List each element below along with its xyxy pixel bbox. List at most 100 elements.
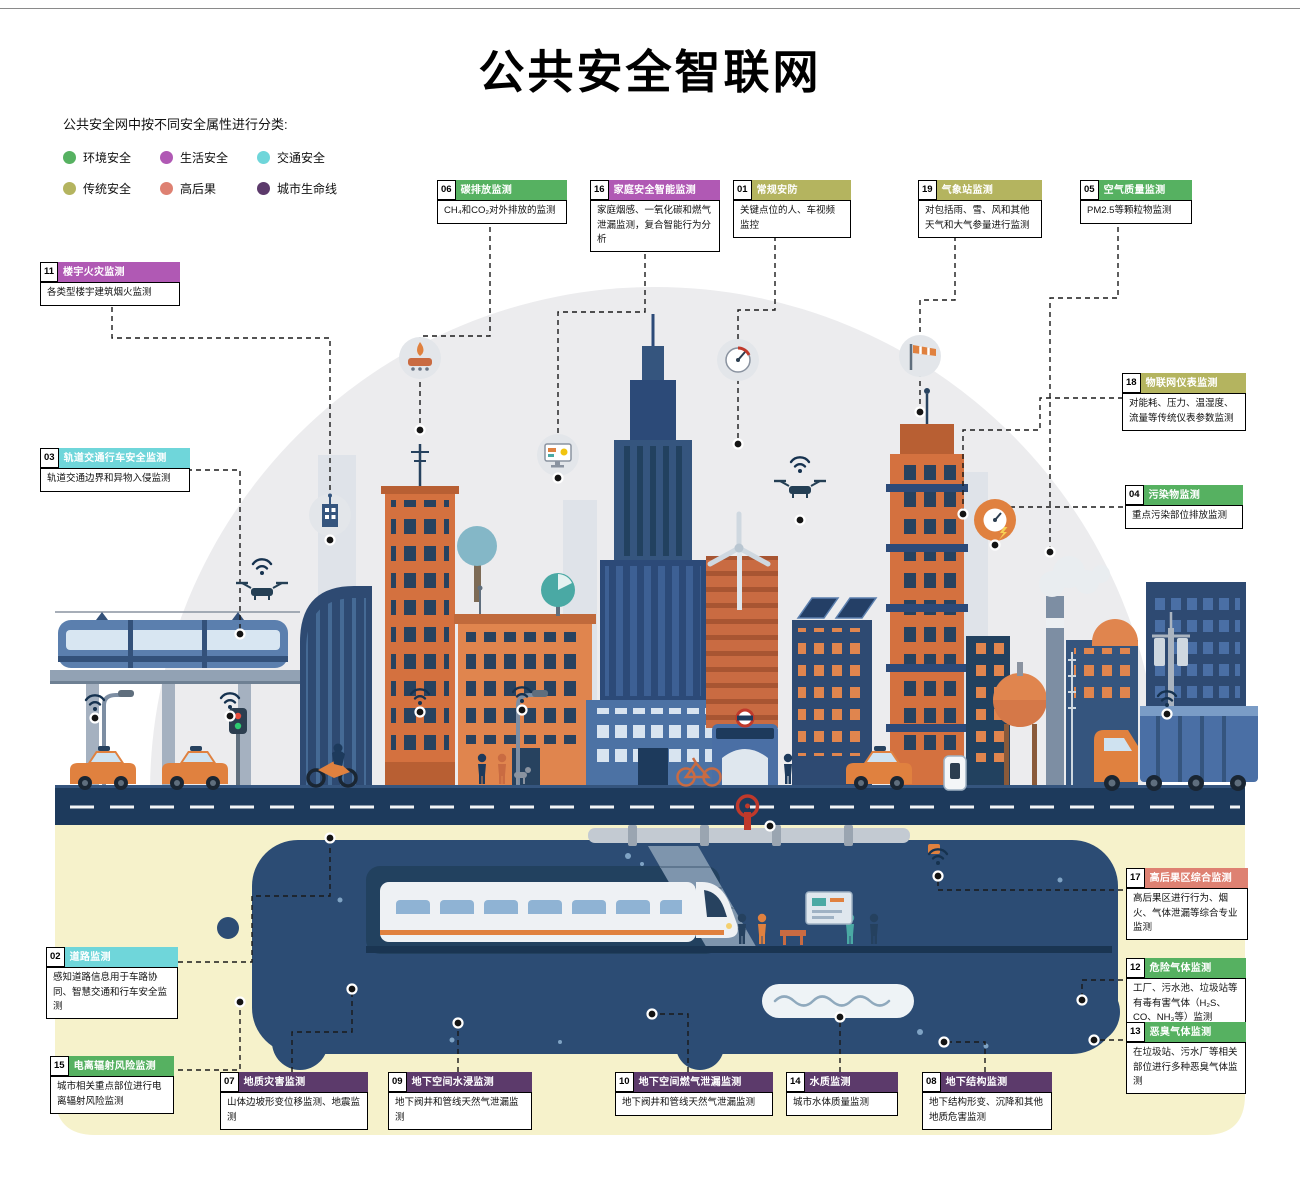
callout-header: 11 楼宇火灾监测: [40, 262, 180, 283]
callout-description: 山体边坡形变位移监测、地震监测: [220, 1092, 368, 1130]
kiosk: [943, 755, 967, 791]
connector-10: [652, 1013, 689, 1090]
callout-description: 轨道交通边界和异物入侵监测: [40, 468, 190, 492]
subway-station: [337, 844, 1112, 1049]
sensor-icons: [84, 335, 1178, 867]
callout-header: 10 地下空间燃气泄漏监测: [615, 1072, 773, 1093]
callout-title: 地质灾害监测: [238, 1072, 368, 1093]
callout-number: 19: [918, 180, 937, 201]
callout-number: 18: [1122, 373, 1141, 394]
callout-ionizing-radiation-monitoring: 15 电离辐射风险监测 城市相关重点部位进行电离辐射风险监测: [50, 1056, 174, 1114]
callout-header: 05 空气质量监测: [1080, 180, 1192, 201]
road: [55, 785, 1245, 825]
callout-number: 05: [1080, 180, 1099, 201]
connector-16: [557, 200, 646, 478]
pipe-valve: [735, 794, 760, 830]
callout-number: 16: [590, 180, 609, 201]
callout-number: 14: [786, 1072, 805, 1093]
info-board: [805, 891, 853, 925]
callout-iot-instrument-monitoring: 18 物联网仪表监测 对能耗、压力、温湿度、流量等传统仪表参数监测: [1122, 373, 1246, 431]
subway-train: [380, 882, 738, 942]
vehicles: [70, 706, 1258, 791]
callout-header: 16 家庭安全智能监测: [590, 180, 720, 201]
callout-header: 03 轨道交通行车安全监测: [40, 448, 190, 469]
connector-02: [160, 838, 331, 963]
dial-gauge-icon: [717, 339, 759, 381]
callout-title: 地下空间水浸监测: [406, 1072, 532, 1093]
callout-title: 污染物监测: [1143, 485, 1243, 506]
legend-label: 生活安全: [180, 151, 229, 165]
callout-title: 家庭安全智能监测: [608, 180, 720, 201]
legend-item-traditional: 传统安全: [63, 180, 160, 197]
legend-grid: 环境安全 生活安全 交通安全 传统安全 高后果 城市生命线: [63, 149, 383, 197]
bench: [780, 930, 806, 936]
legend-item-life: 生活安全: [160, 149, 257, 166]
callout-header: 07 地质灾害监测: [220, 1072, 368, 1093]
callout-title: 水质监测: [804, 1072, 898, 1093]
taxi: [70, 746, 136, 790]
legend-swatch-high-consequence: [160, 182, 173, 195]
legend-swatch-traffic: [257, 151, 270, 164]
callout-header: 13 恶臭气体监测: [1126, 1022, 1246, 1043]
callout-title: 地下空间燃气泄漏监测: [633, 1072, 773, 1093]
callout-title: 碳排放监测: [455, 180, 567, 201]
callout-title: 地下结构监测: [940, 1072, 1052, 1093]
legend-item-traffic: 交通安全: [257, 149, 383, 166]
ladder: [1068, 652, 1076, 786]
callout-header: 04 污染物监测: [1125, 485, 1243, 506]
legend-swatch-environment: [63, 151, 76, 164]
callout-number: 17: [1126, 868, 1145, 889]
skyscraper: [586, 314, 720, 790]
callout-title: 楼宇火灾监测: [58, 262, 180, 283]
callout-title: 危险气体监测: [1144, 958, 1246, 979]
callout-title: 空气质量监测: [1098, 180, 1192, 201]
building-striped: [706, 556, 778, 728]
building-solar: [792, 597, 878, 790]
callout-underground-flooding-monitoring: 09 地下空间水浸监测 地下阀井和管线天然气泄漏监测: [388, 1072, 532, 1130]
page-title: 公共安全智联网: [478, 46, 822, 98]
sensor-dots: [89, 406, 1173, 1048]
callout-header: 09 地下空间水浸监测: [388, 1072, 532, 1093]
motorcycle: [306, 743, 358, 788]
connector-08: [944, 1041, 986, 1090]
callout-number: 12: [1126, 958, 1145, 979]
callout-header: 14 水质监测: [786, 1072, 898, 1093]
legend-swatch-life: [160, 151, 173, 164]
subway-track: [366, 946, 1112, 953]
chimney: [1046, 596, 1064, 790]
legend-swatch-traditional: [63, 182, 76, 195]
callout-regular-security: 01 常规安防 关键点位的人、车视频监控: [733, 180, 851, 238]
callout-description: 高后果区进行行为、烟火、气体泄漏等综合专业监测: [1126, 888, 1248, 940]
callout-title: 道路监测: [64, 947, 178, 968]
connector-11: [111, 280, 331, 540]
connector-17: [937, 876, 1150, 891]
platform-people: [737, 891, 879, 945]
callout-number: 08: [922, 1072, 941, 1093]
legend-label: 环境安全: [83, 151, 132, 165]
legend-label: 交通安全: [277, 151, 326, 165]
callout-description: 地下阀井和管线天然气泄漏监测: [388, 1092, 532, 1130]
connector-06: [419, 200, 491, 430]
city-skyline: [50, 314, 1246, 790]
callout-title: 物联网仪表监测: [1140, 373, 1246, 394]
building-clock-tower: [886, 388, 968, 790]
callout-description: 各类型楼宇建筑烟火监测: [40, 282, 180, 306]
callout-air-quality-monitoring: 05 空气质量监测 PM2.5等颗粒物监测: [1080, 180, 1192, 224]
callout-number: 03: [40, 448, 59, 469]
legend-label: 高后果: [180, 182, 217, 196]
industrial-zone: [993, 556, 1138, 790]
callout-description: 对包括雨、雪、风和其他天气和大气参量进行监测: [918, 200, 1042, 238]
callout-title: 高后果区综合监测: [1144, 868, 1248, 889]
connector-05: [1049, 200, 1119, 552]
callout-weather-station-monitoring: 19 气象站监测 对包括雨、雪、风和其他天气和大气参量进行监测: [918, 180, 1042, 238]
callout-header: 18 物联网仪表监测: [1122, 373, 1246, 394]
callout-description: PM2.5等颗粒物监测: [1080, 200, 1192, 224]
legend-label: 传统安全: [83, 182, 132, 196]
truck: [1094, 706, 1258, 791]
callout-high-consequence-area-monitoring: 17 高后果区综合监测 高后果区进行行为、烟火、气体泄漏等综合专业监测: [1126, 868, 1248, 940]
building-rounded-left: [300, 586, 372, 790]
callout-description: 感知道路信息用于车路协同、智慧交通和行车安全监测: [46, 967, 178, 1019]
legend-item-environment: 环境安全: [63, 149, 160, 166]
pressure-gauge-icon: [974, 499, 1016, 541]
